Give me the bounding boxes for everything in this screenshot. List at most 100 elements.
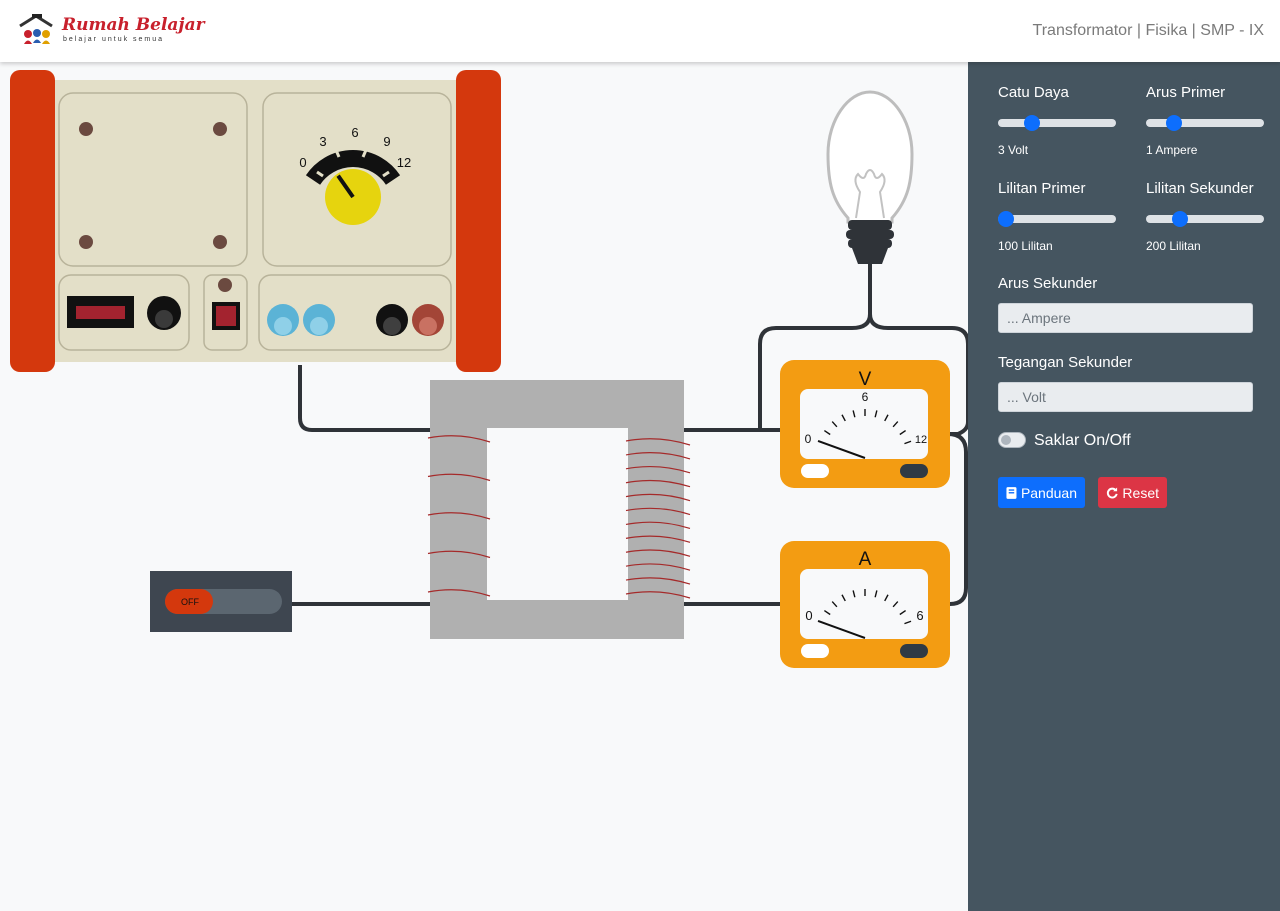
meter-tick (884, 594, 889, 602)
lilitan-sekunder-slider[interactable] (1146, 211, 1264, 227)
meter-tick (841, 594, 846, 602)
coil-winding (427, 473, 491, 482)
tegangan-sekunder-label: Tegangan Sekunder (998, 354, 1133, 371)
coil-winding (625, 521, 691, 530)
rumah-belajar-logo-icon (19, 14, 53, 44)
power-supply: 0 3 6 9 12 (10, 70, 501, 372)
coil-winding (625, 452, 691, 460)
brand-logo[interactable]: Rumah Belajar belajar untuk semua (18, 12, 205, 52)
dial-tick-label: 6 (351, 125, 358, 140)
screw-icon (79, 235, 93, 249)
voltmeter-scale-mid: 6 (862, 390, 869, 404)
coil-winding (625, 549, 691, 557)
circuit-wires (290, 262, 968, 606)
wire-supply-to-coil (298, 365, 432, 432)
simulation-stage: 0 3 6 9 12 (0, 62, 968, 911)
meter-tick (884, 414, 889, 422)
coil-winding (625, 493, 691, 502)
voltage-dial-scale (305, 150, 401, 186)
saklar-toggle-knob (1001, 435, 1011, 445)
voltage-knob-pointer (336, 174, 355, 199)
switch-state-label: OFF (181, 597, 199, 607)
circuit-switch[interactable]: OFF (150, 571, 292, 632)
meter-tick (823, 430, 831, 436)
dial-tick-label: 0 (299, 155, 306, 170)
meter-tick (874, 590, 878, 598)
coil-winding (427, 589, 491, 597)
transformer (427, 380, 691, 639)
arus-primer-value: 1 Ampere (1146, 143, 1198, 157)
saklar-label: Saklar On/Off (1034, 432, 1131, 449)
coil-winding (625, 479, 691, 488)
coil-winding (625, 591, 691, 599)
voltmeter-needle (817, 439, 866, 459)
lilitan-sekunder-value: 200 Lilitan (1146, 239, 1201, 253)
arus-sekunder-field[interactable] (998, 303, 1253, 333)
reset-button-label: Reset (1122, 484, 1159, 501)
meter-tick (823, 610, 831, 616)
panduan-button[interactable]: Panduan (998, 477, 1085, 508)
screw-icon (213, 122, 227, 136)
top-bar: Rumah Belajar belajar untuk semua Transf… (0, 0, 1280, 62)
coil-winding (427, 512, 491, 520)
coil-winding (625, 577, 691, 585)
arus-sekunder-label: Arus Sekunder (998, 275, 1098, 292)
coil-winding (625, 438, 691, 446)
coil-winding (625, 507, 691, 516)
dial-tick-label: 12 (397, 155, 411, 170)
catu-daya-slider-thumb[interactable] (1023, 115, 1040, 131)
dial-tick-label: 3 (319, 134, 326, 149)
meter-tick (892, 421, 899, 428)
meter-tick (904, 620, 912, 625)
meter-tick (852, 590, 856, 598)
brand-name: Rumah Belajar (62, 15, 205, 35)
catu-daya-slider[interactable] (998, 115, 1116, 131)
coil-winding (625, 563, 691, 571)
tegangan-sekunder-field[interactable] (998, 382, 1253, 412)
indicator-light (218, 278, 232, 292)
voltmeter-symbol: V (859, 369, 872, 390)
lilitan-primer-slider[interactable] (998, 211, 1116, 227)
screw-icon (213, 235, 227, 249)
ammeter: A 0 6 (780, 541, 950, 668)
voltmeter-scale-min: 0 (805, 432, 812, 446)
meter-tick (899, 430, 907, 436)
transformer-core (430, 380, 684, 639)
saklar-toggle[interactable] (998, 432, 1026, 448)
meter-tick (852, 410, 856, 418)
lilitan-sekunder-slider-thumb[interactable] (1171, 211, 1188, 227)
lilitan-primer-label: Lilitan Primer (998, 180, 1086, 197)
ammeter-scale-max: 6 (916, 608, 923, 623)
arus-primer-slider-thumb[interactable] (1166, 115, 1183, 131)
panduan-button-label: Panduan (1020, 484, 1077, 501)
screw-icon (79, 122, 93, 136)
coil-winding (625, 465, 691, 474)
dial-tick-label: 9 (383, 134, 390, 149)
voltmeter: V 0 6 12 (780, 360, 950, 488)
secondary-coil (625, 438, 691, 599)
coil-winding (427, 550, 491, 559)
ammeter-scale-min: 0 (805, 608, 812, 623)
primary-coil (427, 435, 491, 597)
lilitan-primer-slider-thumb[interactable] (998, 211, 1014, 227)
arus-primer-label: Arus Primer (1146, 84, 1226, 101)
meter-tick (892, 601, 899, 608)
coil-winding (427, 435, 491, 443)
power-supply-right-handle (456, 70, 501, 372)
wire-voltmeter-to-ammeter (947, 432, 968, 606)
page-title: Transformator | Fisika | SMP - IX (1032, 22, 1264, 39)
control-panel: Catu Daya 3 Volt Arus Primer 1 Ampere Li… (968, 62, 1280, 911)
meter-tick (899, 610, 907, 616)
ammeter-symbol: A (859, 549, 872, 570)
brand-tagline: belajar untuk semua (63, 36, 165, 43)
meter-tick (831, 421, 838, 428)
meter-tick (904, 440, 912, 445)
ammeter-needle (817, 619, 866, 639)
redo-icon (1106, 486, 1118, 498)
wire-lamp-right (868, 313, 968, 436)
book-icon (1006, 486, 1017, 499)
arus-primer-slider[interactable] (1146, 115, 1264, 131)
reset-button[interactable]: Reset (1098, 477, 1167, 508)
voltmeter-scale-max: 12 (915, 434, 927, 446)
coil-winding (625, 535, 691, 543)
